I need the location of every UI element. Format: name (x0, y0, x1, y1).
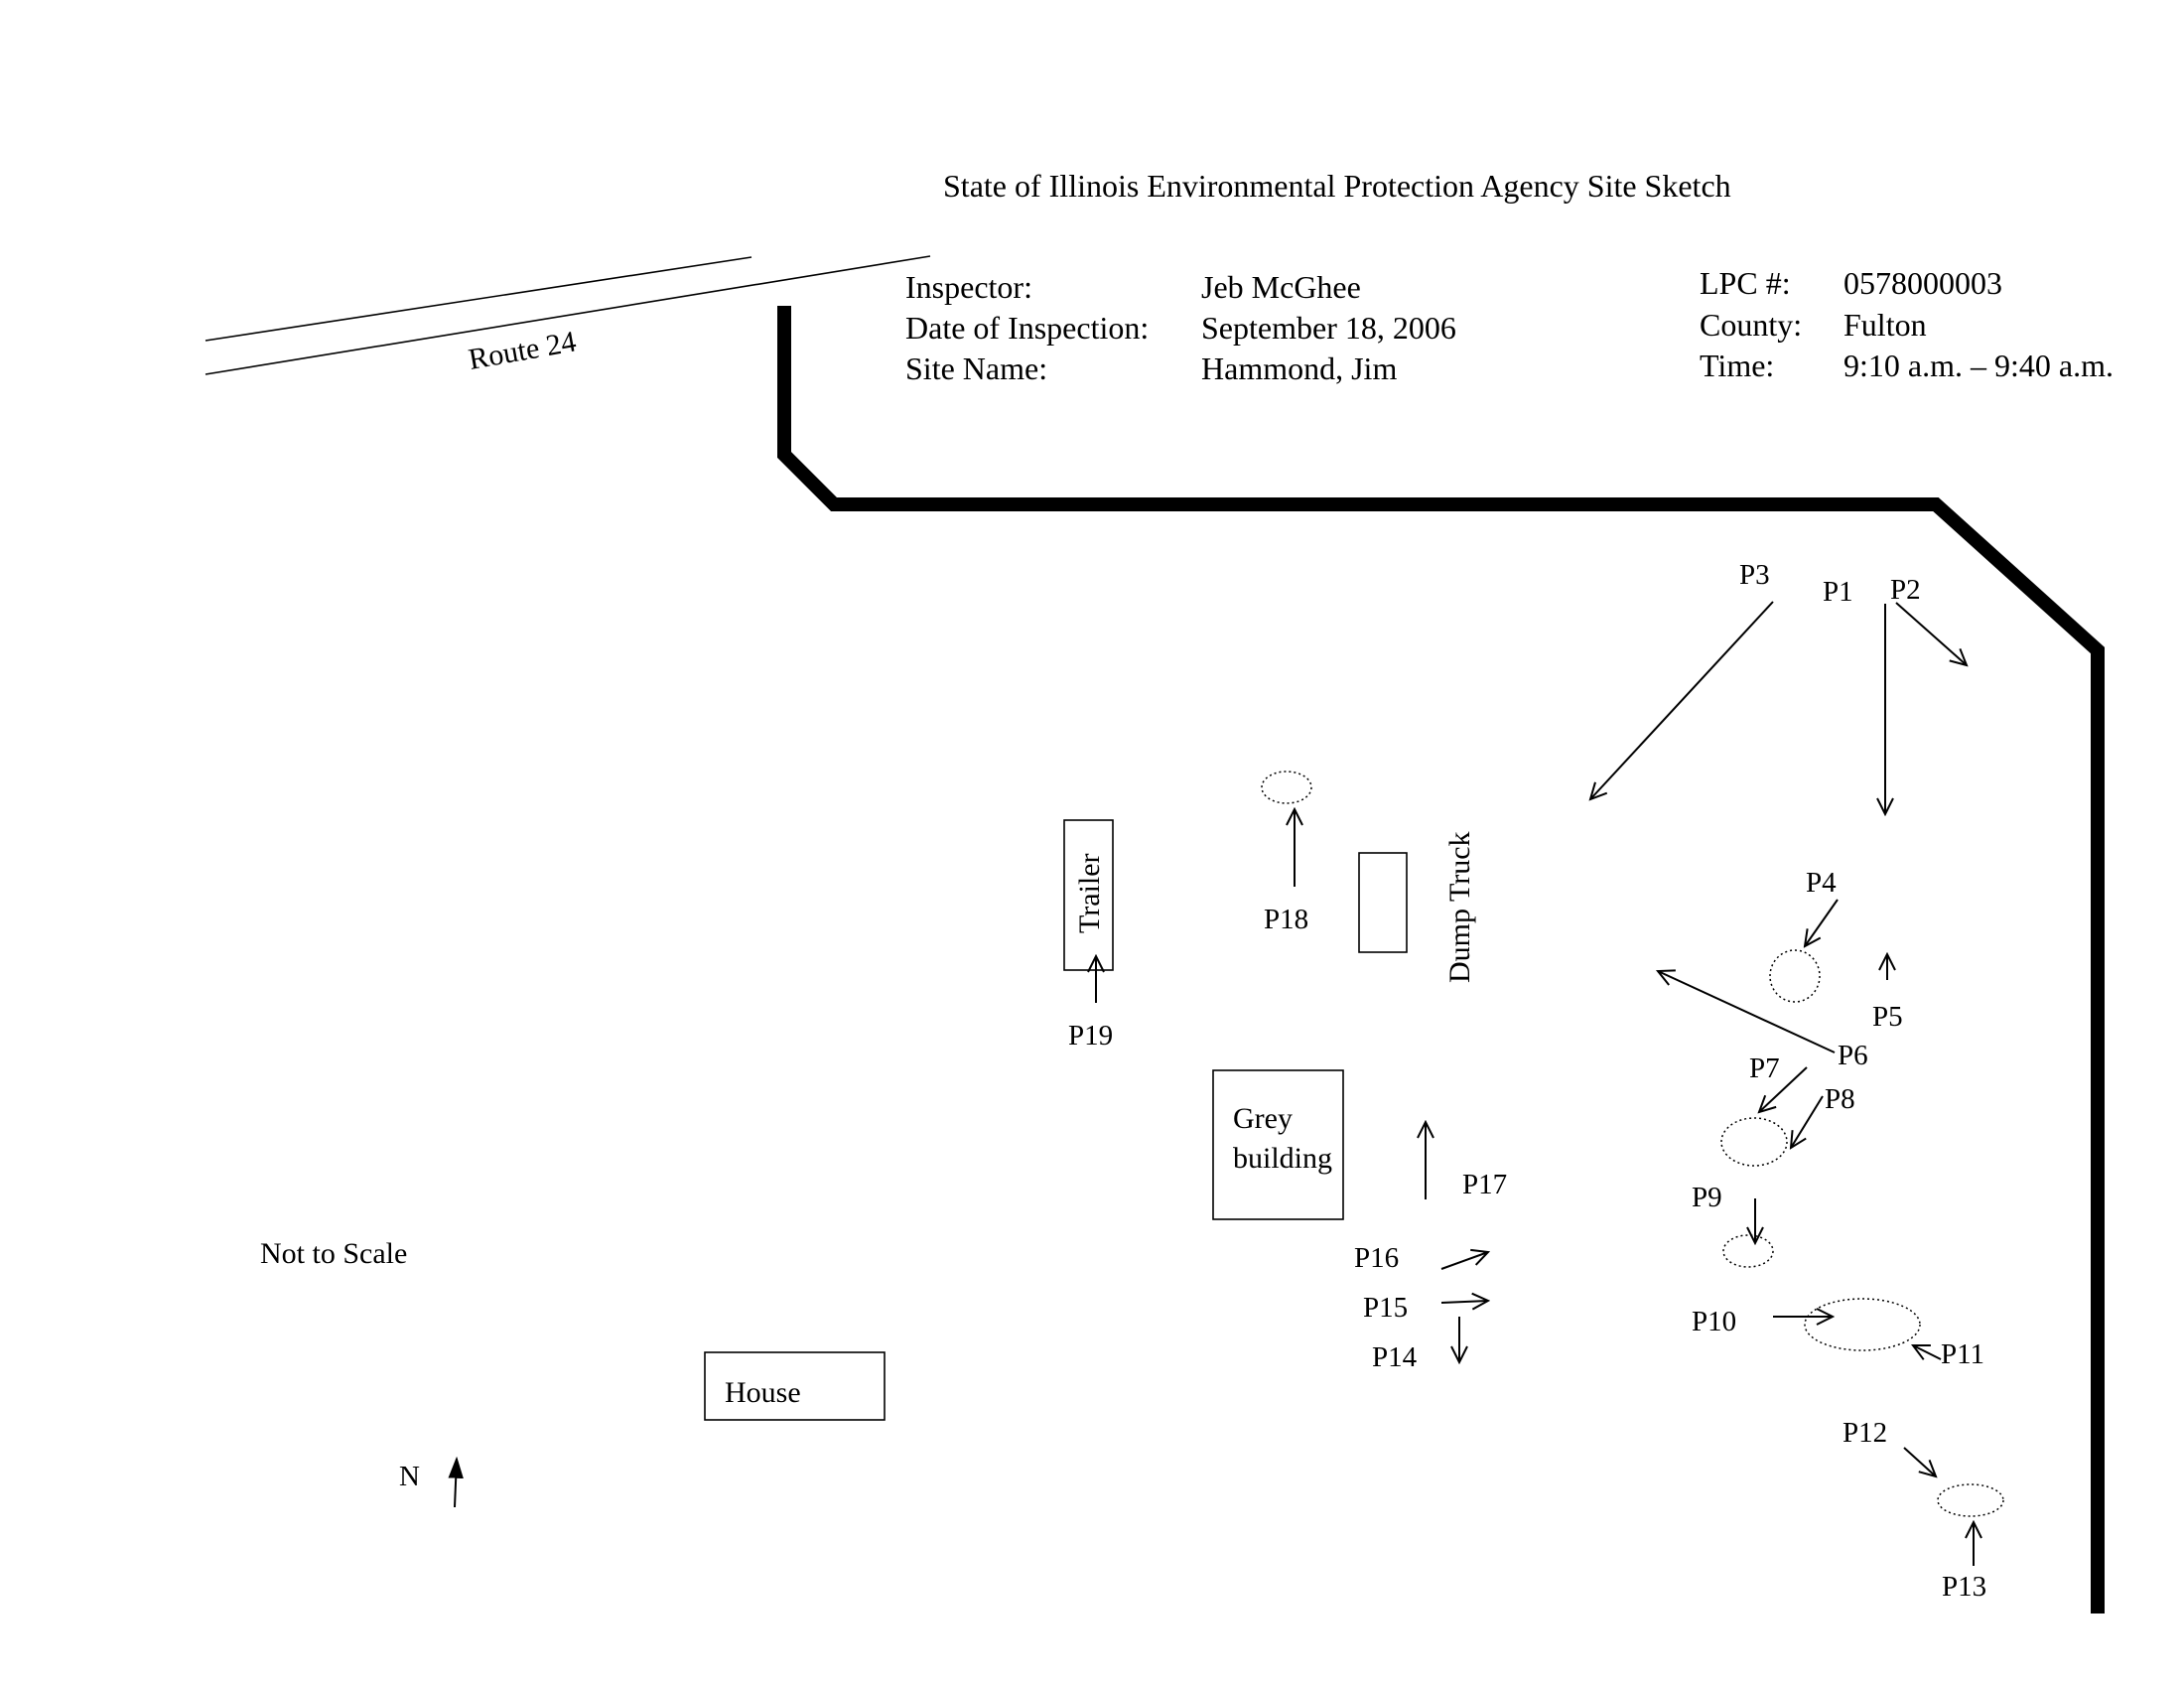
trailer: Trailer (1063, 819, 1114, 971)
arrow-p6 (1658, 971, 1836, 1053)
date-label: Date of Inspection: (905, 310, 1149, 346)
house-label: House (725, 1376, 801, 1409)
north-arrow: N (399, 1456, 464, 1508)
time-value: 9:10 a.m. – 9:40 a.m. (1843, 348, 2114, 383)
label-p11: P11 (1941, 1338, 1984, 1370)
arrow-p8 (1791, 1095, 1824, 1148)
arrow-p16 (1440, 1252, 1488, 1270)
label-p2: P2 (1890, 574, 1921, 606)
grey-building-label-line2: building (1233, 1142, 1332, 1175)
label-p17: P17 (1462, 1169, 1507, 1200)
label-p4: P4 (1806, 867, 1837, 899)
label-p16: P16 (1354, 1242, 1399, 1274)
label-p18: P18 (1264, 904, 1308, 935)
arrow-p4 (1805, 899, 1839, 946)
label-p15: P15 (1363, 1292, 1408, 1324)
label-p19: P19 (1068, 1020, 1113, 1052)
trailer-label: Trailer (1073, 853, 1106, 933)
spot-p10-p11 (1804, 1298, 1921, 1351)
house: House (704, 1351, 886, 1421)
county-label: County: (1700, 307, 1802, 343)
road-label: Route 24 (466, 325, 578, 375)
spot-p12-p13 (1937, 1483, 2004, 1517)
spot-p9 (1722, 1234, 1774, 1268)
spot-p4 (1769, 949, 1821, 1003)
north-label: N (399, 1461, 420, 1492)
dump-truck: Dump Truck (1358, 831, 1476, 983)
photo-labels: P1 P2 P3 P4 P5 P6 P7 P8 P9 P10 P11 P12 P… (1068, 559, 1986, 1603)
site-name-value: Hammond, Jim (1201, 351, 1397, 386)
site-name-label: Site Name: (905, 351, 1047, 386)
lpc-label: LPC #: (1700, 265, 1791, 301)
arrow-p3 (1590, 601, 1774, 799)
label-p9: P9 (1692, 1182, 1722, 1213)
photo-arrows (1096, 601, 1974, 1566)
lpc-value: 0578000003 (1843, 265, 2002, 301)
arrow-p7 (1759, 1066, 1808, 1112)
label-p13: P13 (1942, 1571, 1986, 1603)
grey-building-label-line1: Grey (1233, 1102, 1293, 1135)
arrow-p11 (1913, 1345, 1942, 1359)
date-value: September 18, 2006 (1201, 310, 1456, 346)
spot-p7-p8 (1720, 1117, 1788, 1167)
label-p6: P6 (1838, 1040, 1868, 1071)
label-p12: P12 (1843, 1417, 1887, 1449)
dump-truck-label: Dump Truck (1443, 831, 1476, 983)
time-label: Time: (1700, 348, 1774, 383)
inspection-info: Inspector: Jeb McGhee Date of Inspection… (905, 265, 2114, 386)
label-p14: P14 (1372, 1341, 1418, 1373)
grey-building: Grey building (1212, 1069, 1344, 1220)
label-p3: P3 (1739, 559, 1770, 591)
county-value: Fulton (1843, 307, 1927, 343)
label-p5: P5 (1872, 1001, 1903, 1033)
arrow-p12 (1903, 1447, 1936, 1476)
not-to-scale-note: Not to Scale (260, 1237, 407, 1270)
label-p7: P7 (1749, 1052, 1780, 1084)
inspector-label: Inspector: (905, 269, 1032, 305)
spot-p18 (1261, 771, 1312, 804)
label-p10: P10 (1692, 1306, 1736, 1337)
route-24-road: Route 24 (205, 255, 931, 376)
page-title: State of Illinois Environmental Protecti… (943, 168, 1731, 204)
photo-spots (1261, 771, 2004, 1517)
label-p8: P8 (1825, 1083, 1855, 1115)
inspector-value: Jeb McGhee (1201, 269, 1361, 305)
label-p1: P1 (1823, 576, 1853, 608)
arrow-p15 (1440, 1301, 1488, 1303)
property-boundary (777, 306, 2105, 1614)
arrow-p2 (1895, 602, 1967, 665)
